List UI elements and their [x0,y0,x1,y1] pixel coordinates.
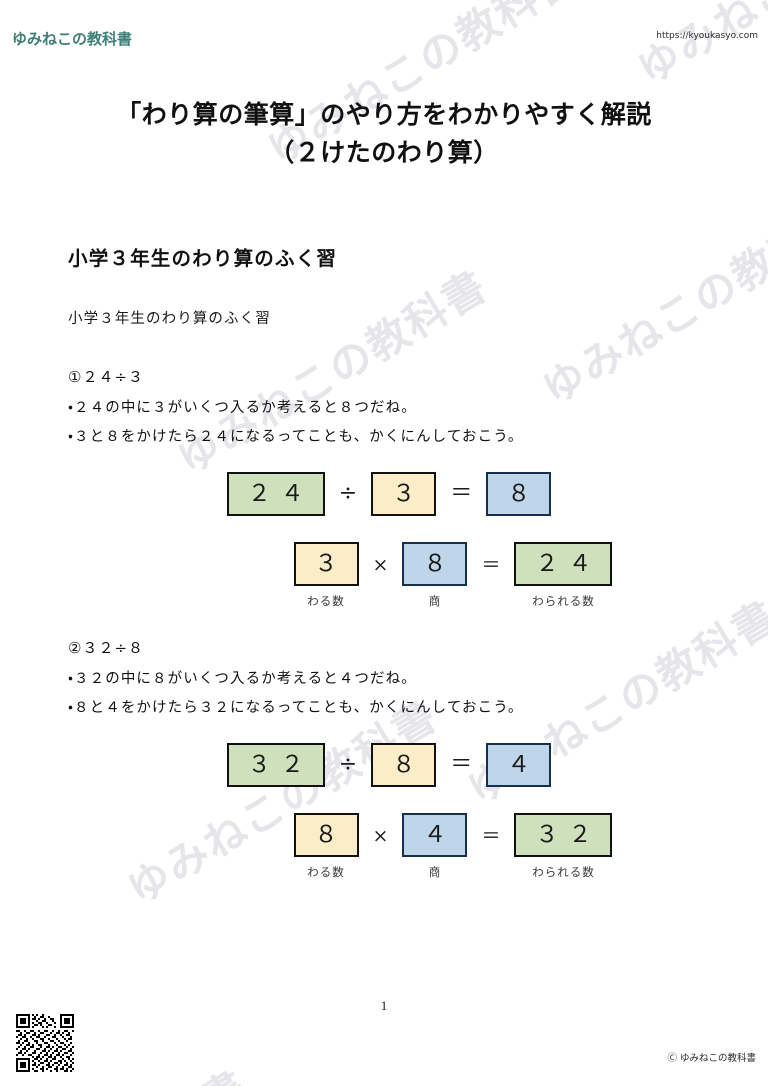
problem-block-2: ②３２÷８ ・３２の中に８がいくつ入るか考えると４つだね。 ・８と４をかけたら３… [58,609,710,880]
divisor-box: ３ [371,472,437,516]
times-operator: × [372,553,389,576]
qr-code-icon [16,1014,74,1072]
equals-operator: ＝ [450,752,473,777]
equals-operator: ＝ [481,824,501,847]
equals-operator-wrap: ＝ . [481,824,501,867]
problem-note: ・２４の中に３がいくつ入るか考えると８つだね。 [68,400,417,416]
site-url: https://kyoukasyo.com [656,31,758,41]
divisor-label: わる数 [307,594,345,608]
divide-operator: ÷ [338,752,358,777]
quotient-label: 商 [428,865,442,879]
problem-block-1: ①２４÷３ ・２４の中に３がいくつ入るか考えると８つだね。 ・３と８をかけたら２… [58,328,710,609]
equals-operator: ＝ [450,481,473,506]
times-operator-wrap: × . [372,553,389,596]
page-content: 「わり算の筆算」のやり方をわかりやすく解説 （２けたのわり算） 小学３年生のわり… [58,0,710,880]
dividend-box: ２４ [226,472,325,516]
page-title-line1: 「わり算の筆算」のやり方をわかりやすく解説 [116,100,652,129]
section-heading: 小学３年生のわり算のふく習 [68,247,338,270]
problem-note: ・３２の中に８がいくつ入るか考えると４つだね。 [68,671,417,687]
dividend-box: ３２ [514,813,613,857]
problem-note: ・３と８をかけたら２４になるってことも、かくにんしておこう。 [68,429,524,445]
divisor-box: ８ [293,813,359,857]
divisor-cell: ３ わる数 [293,542,359,609]
dividend-label: わられる数 [532,594,595,608]
multiplication-equation-2: ８ わる数 × . ４ 商 ＝ . ３２ わられる数 [68,813,710,880]
quotient-box: ４ [486,743,552,787]
quotient-box: ４ [402,813,468,857]
quotient-cell: ４ 商 [402,813,468,880]
dividend-label: わられる数 [532,865,595,879]
dividend-box: ３２ [226,743,325,787]
site-logo-text: ゆみねこの教科書 [12,30,133,48]
page-title-line2: （２けたのわり算） [269,138,499,167]
division-equation-2: ３２ ÷ ８ ＝ ４ [68,743,710,787]
division-equation-1: ２４ ÷ ３ ＝ ８ [68,472,710,516]
problem-title: ①２４÷３ [68,368,145,386]
quotient-label: 商 [428,594,442,608]
page-title: 「わり算の筆算」のやり方をわかりやすく解説 （２けたのわり算） [58,0,710,172]
problem-title: ②３２÷８ [68,639,145,657]
equals-operator-wrap: ＝ . [481,553,501,596]
dividend-cell: ３２ わられる数 [514,813,613,880]
times-operator: × [372,824,389,847]
quotient-cell: ８ 商 [402,542,468,609]
multiplication-equation-1: ３ わる数 × . ８ 商 ＝ . ２４ わられる数 [68,542,710,609]
problem-note: ・８と４をかけたら３２になるってことも、かくにんしておこう。 [68,700,524,716]
divisor-box: ３ [293,542,359,586]
site-logo: ゆみねこの教科書 [12,28,132,49]
copyright-notice: Ⓒ ゆみねこの教科書 [667,1053,756,1064]
equals-operator: ＝ [481,553,501,576]
page-number: 1 [380,998,388,1013]
quotient-box: ８ [402,542,468,586]
dividend-cell: ２４ わられる数 [514,542,613,609]
section-lead-text: 小学３年生のわり算のふく習 [68,311,271,327]
quotient-box: ８ [486,472,552,516]
divide-operator: ÷ [338,481,358,506]
divisor-box: ８ [371,743,437,787]
divisor-label: わる数 [307,865,345,879]
divisor-cell: ８ わる数 [293,813,359,880]
times-operator-wrap: × . [372,824,389,867]
masthead: ゆみねこの教科書 https://kyoukasyo.com [0,28,768,58]
dividend-box: ２４ [514,542,613,586]
